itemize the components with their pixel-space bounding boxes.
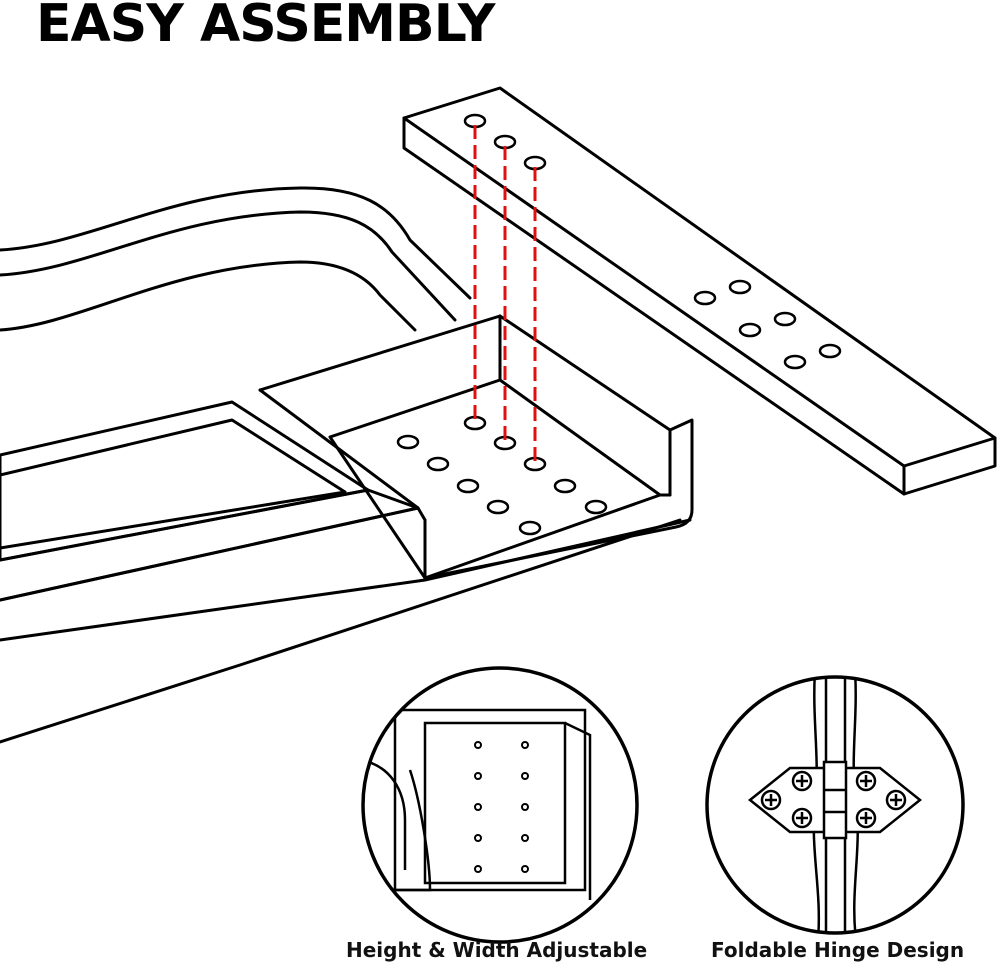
support-board (402, 86, 997, 468)
detail-height-adjust (363, 700, 592, 900)
main-frame (0, 400, 370, 562)
frame-tube (0, 186, 472, 300)
page-title: EASY ASSEMBLY (36, 0, 495, 54)
caption-height-width: Height & Width Adjustable (346, 938, 648, 962)
alignment-guides (473, 125, 537, 461)
caption-hinge: Foldable Hinge Design (711, 938, 965, 962)
